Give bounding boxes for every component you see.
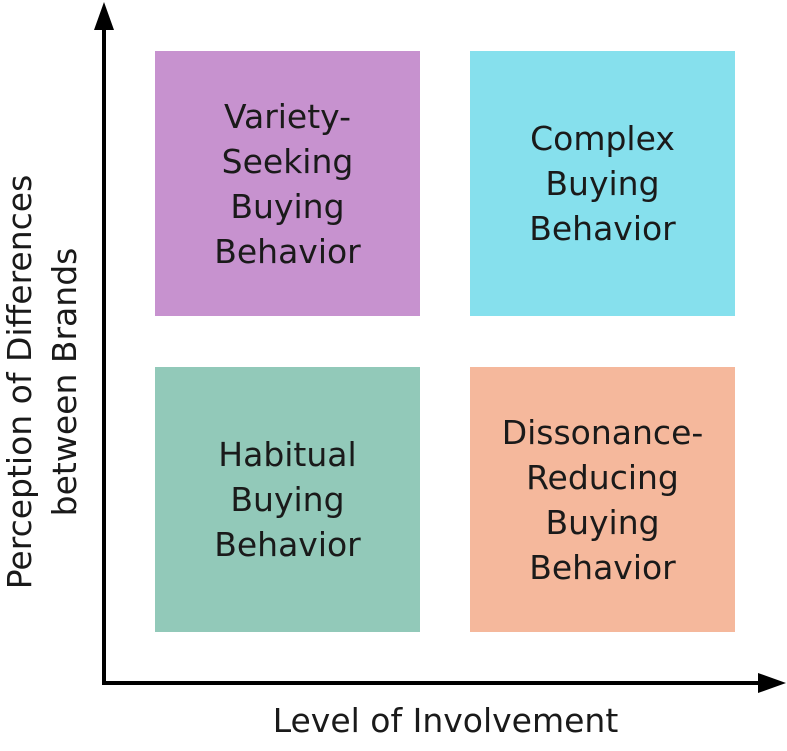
quadrant-label: Dissonance- Reducing Buying Behavior [501,412,704,587]
quadrant-variety-seeking: Variety- Seeking Buying Behavior [155,51,420,316]
quadrant-habitual: Habitual Buying Behavior [155,367,420,632]
quadrant-complex: Complex Buying Behavior [470,51,735,316]
quadrant-label: Habitual Buying Behavior [214,435,361,564]
y-axis-label: Perception of Differences between Brands [0,174,84,590]
y-axis-arrowhead [94,2,114,30]
quadrant-label: Complex Buying Behavior [529,119,676,248]
quadrant-dissonance-reducing: Dissonance- Reducing Buying Behavior [470,367,735,632]
x-axis-label: Level of Involvement [272,701,619,740]
quadrant-label: Variety- Seeking Buying Behavior [214,96,361,271]
x-axis-arrowhead [758,673,786,693]
